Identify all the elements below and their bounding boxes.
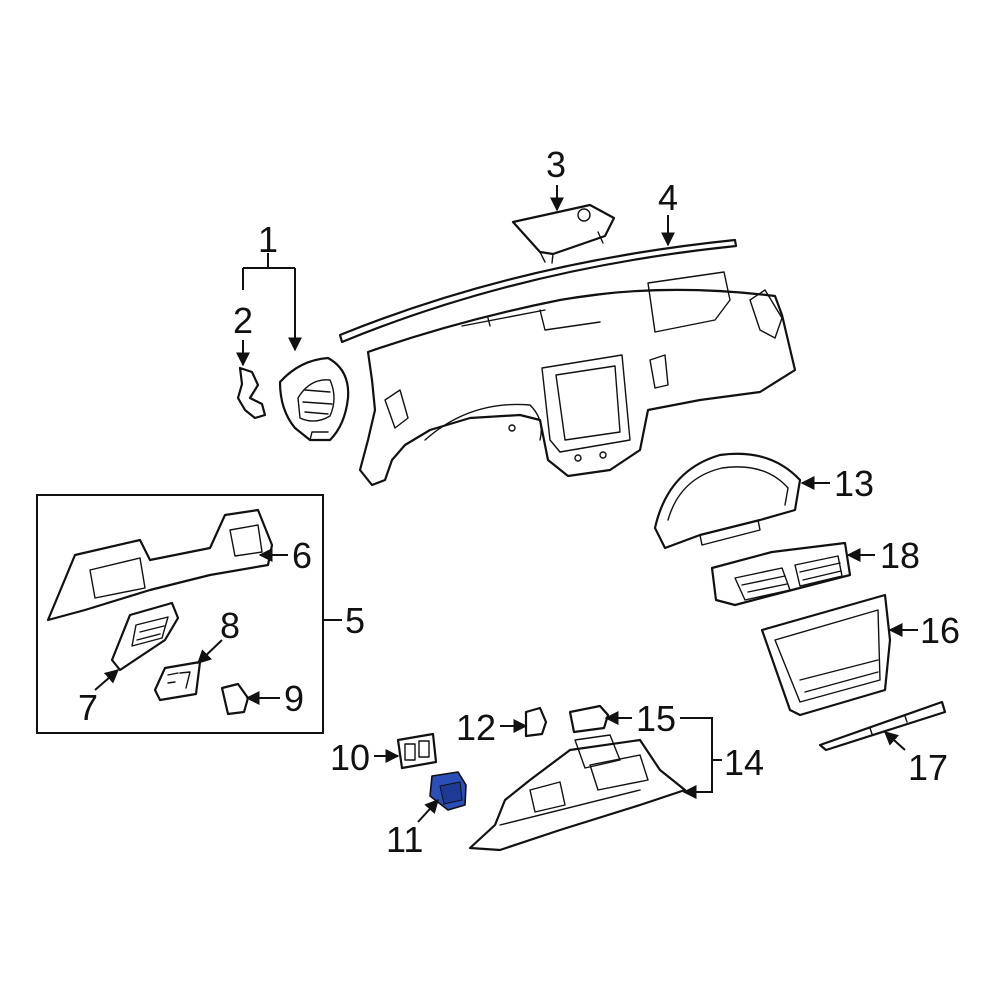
callout-18: 18	[880, 535, 920, 576]
callout-2: 2	[233, 300, 253, 341]
knee-vent[interactable]	[110, 601, 180, 672]
highlighted-switch[interactable]	[429, 771, 467, 811]
hood-release-clip[interactable]	[568, 704, 610, 734]
callout-7: 7	[78, 687, 98, 728]
callout-14: 14	[724, 742, 764, 783]
lower-dash-panel[interactable]	[468, 734, 687, 852]
callout-16: 16	[920, 610, 960, 651]
instrument-panel[interactable]	[358, 271, 797, 487]
small-bracket[interactable]	[524, 706, 548, 738]
callout-3: 3	[546, 144, 566, 185]
callout-6: 6	[292, 535, 312, 576]
callout-5: 5	[345, 600, 365, 641]
callout-9: 9	[284, 678, 304, 719]
center-stack-bezel[interactable]	[760, 593, 892, 717]
callout-10: 10	[330, 737, 370, 778]
lower-cover-panel[interactable]	[46, 508, 274, 622]
small-switch[interactable]	[220, 682, 250, 716]
callout-13: 13	[834, 463, 874, 504]
group-box-5	[36, 494, 324, 734]
side-vent[interactable]	[278, 356, 350, 442]
dash-top-molding[interactable]	[338, 238, 738, 344]
callout-15: 15	[636, 698, 676, 739]
fuel-door-switch[interactable]	[153, 660, 202, 702]
callout-4: 4	[658, 177, 678, 218]
callout-11: 11	[386, 819, 423, 860]
switch-panel[interactable]	[396, 732, 438, 770]
callout-12: 12	[456, 707, 496, 748]
cluster-bezel[interactable]	[653, 452, 802, 550]
side-vent-seal[interactable]	[236, 366, 267, 420]
dash-top-cover[interactable]	[511, 203, 616, 264]
callout-labels: 1 2 3 4 5 6 7 8 9 10 11 12 13 14 15 16 1…	[78, 144, 960, 860]
callout-17: 17	[908, 747, 948, 788]
lower-trim-strip[interactable]	[818, 700, 947, 752]
callout-1: 1	[258, 219, 278, 260]
callout-8: 8	[220, 605, 240, 646]
leader-lines	[94, 185, 918, 823]
center-vent-assembly[interactable]	[710, 541, 852, 607]
